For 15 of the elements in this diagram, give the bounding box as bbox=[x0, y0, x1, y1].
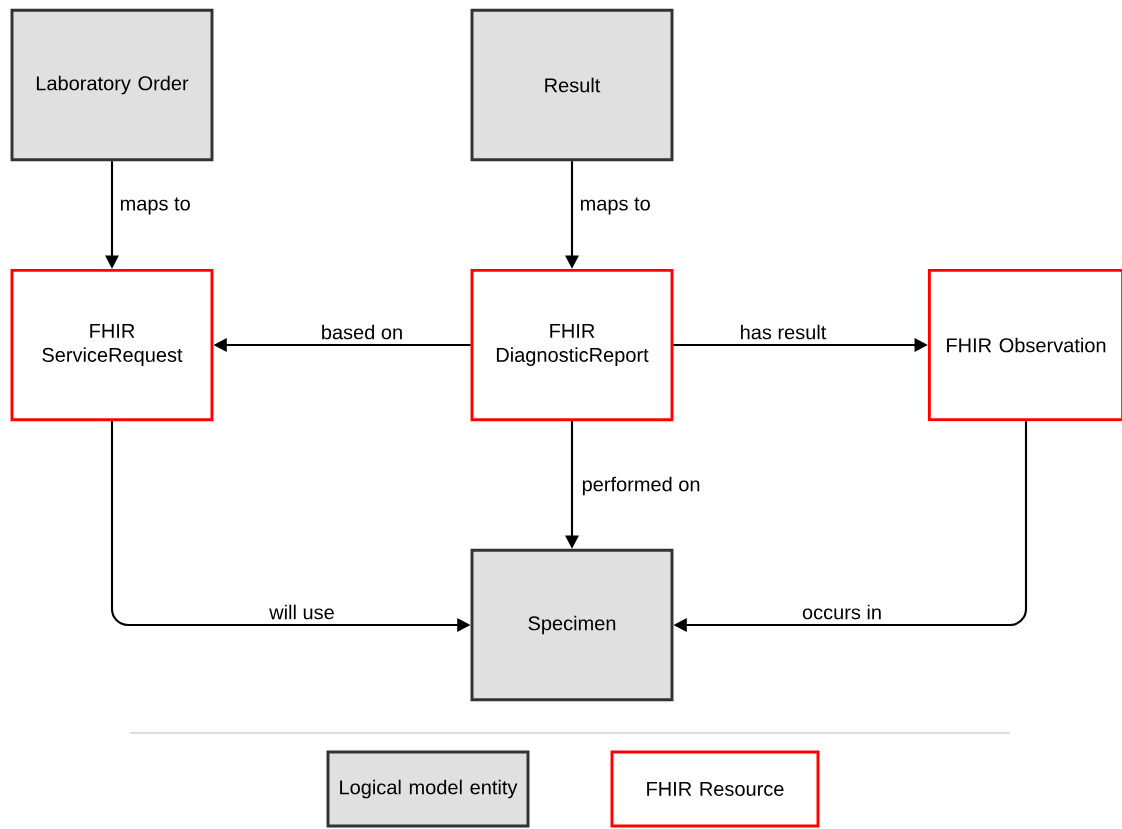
legend-entry: FHIR Resource bbox=[610, 750, 820, 828]
edge-label: maps to bbox=[578, 196, 653, 216]
resource-box: FHIR ServiceRequest bbox=[10, 268, 214, 422]
edge-label: maps to bbox=[118, 196, 193, 216]
legend-entry: Logical model entity bbox=[326, 750, 530, 828]
edge-label: has result bbox=[738, 323, 828, 341]
resource-box: FHIR Observation bbox=[927, 268, 1122, 422]
resource-box: FHIR DiagnosticReport bbox=[470, 268, 674, 422]
entity-box: Laboratory Order bbox=[10, 8, 214, 162]
edge-label: based on bbox=[319, 323, 405, 341]
edge-label: occurs in bbox=[800, 603, 884, 621]
entity-box: Result bbox=[470, 8, 674, 162]
edge-label: performed on bbox=[580, 475, 702, 497]
entity-box: Specimen bbox=[470, 548, 674, 702]
edge-label: will use bbox=[267, 603, 337, 621]
